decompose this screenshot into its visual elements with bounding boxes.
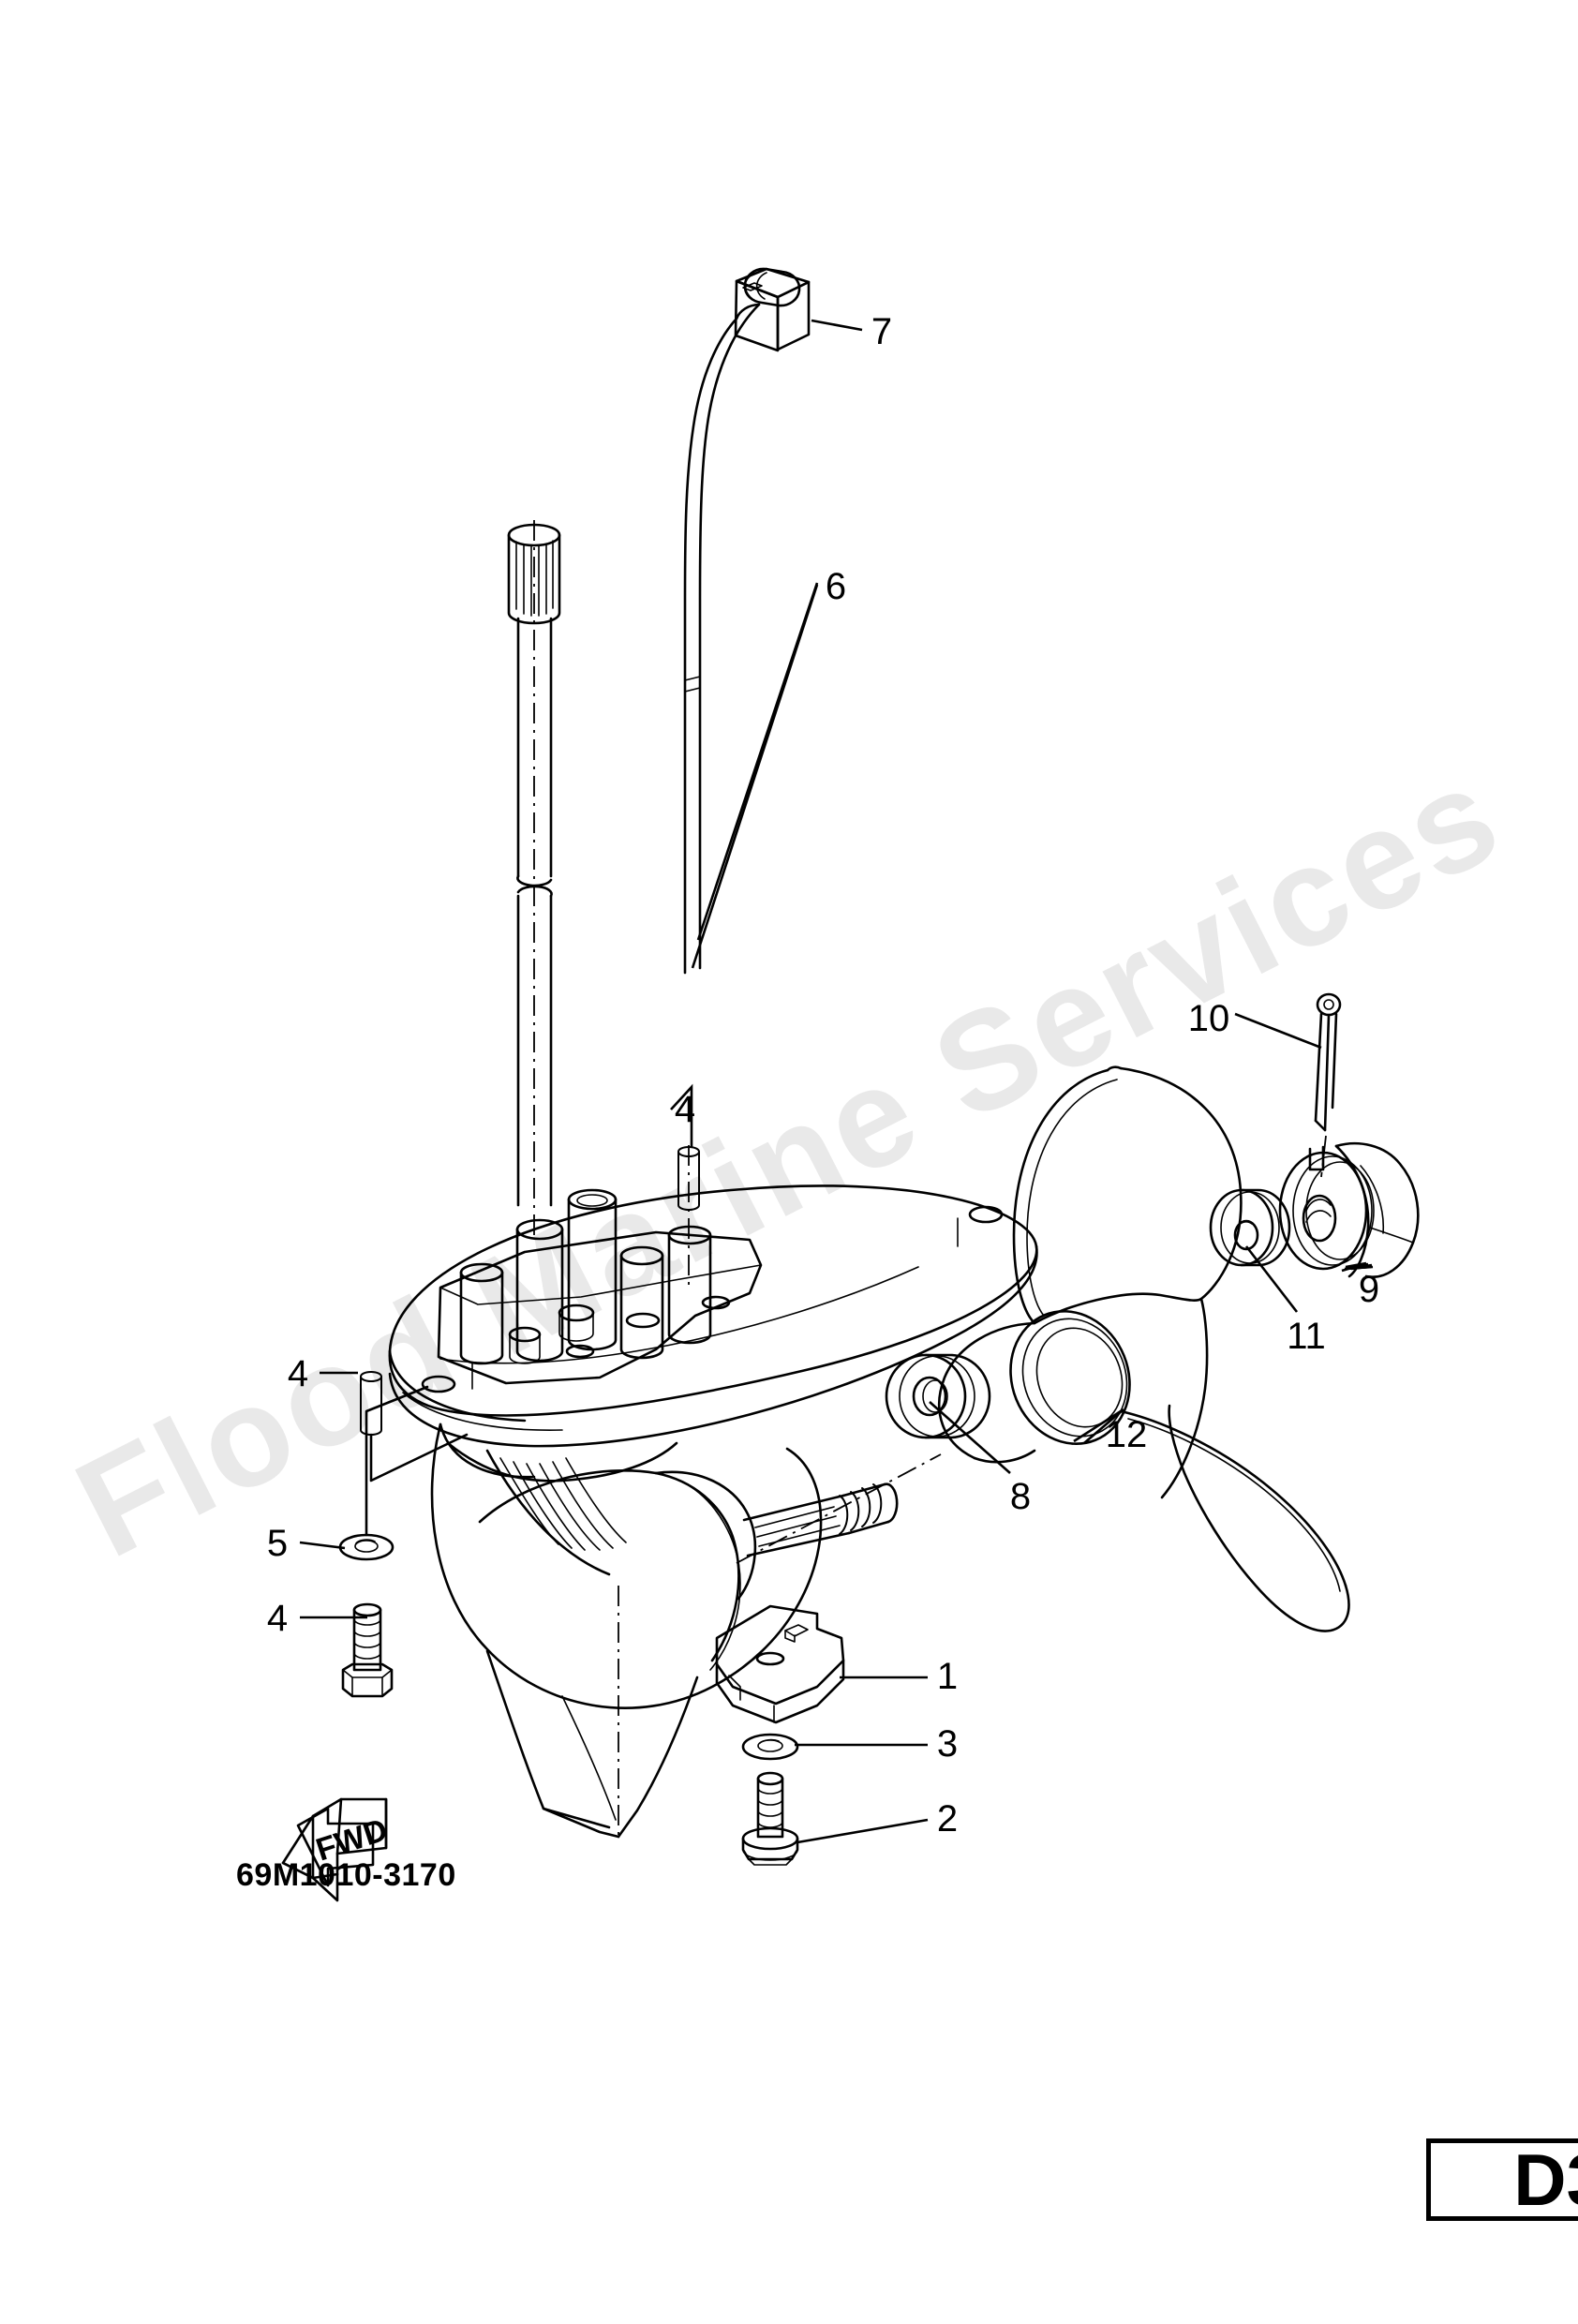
callout-11[interactable]: 10: [1188, 998, 1230, 1039]
part-propeller-washer-12: [1209, 1188, 1291, 1267]
diagram-part-number: 69M1010-3170: [236, 1857, 456, 1893]
part-thrust-bushing-9: [885, 1353, 991, 1439]
part-cotter-pin-11: [1314, 992, 1342, 1178]
part-dowel-pin-4-right: [677, 1145, 700, 1288]
callout-13[interactable]: 12: [1106, 1414, 1148, 1455]
callout-7[interactable]: 6: [826, 566, 846, 607]
part-propeller-nut-10: [1278, 1141, 1420, 1278]
callout-numbers: 7 6 4 4 5 4 1 3 2 8 12 11 9 10: [267, 311, 1379, 1840]
part-driveshaft: [507, 520, 561, 1237]
part-washer-3: [741, 1733, 799, 1761]
callout-10[interactable]: 9: [1359, 1269, 1379, 1310]
part-lower-unit-gearcase: [388, 1184, 1038, 1839]
callout-3[interactable]: 3: [937, 1723, 958, 1765]
callout-1[interactable]: 1: [937, 1656, 958, 1697]
callout-4-left[interactable]: 4: [288, 1353, 308, 1394]
callout-4-right[interactable]: 4: [675, 1089, 695, 1130]
part-flange-bolt-2: [741, 1771, 799, 1866]
page-code-box: D3: [1426, 2138, 1578, 2221]
callout-5[interactable]: 4: [267, 1598, 288, 1639]
callout-9[interactable]: 8: [1010, 1476, 1031, 1517]
callout-12[interactable]: 11: [1287, 1316, 1326, 1357]
part-water-tube-7: [683, 303, 761, 975]
part-anode-plate-1: [715, 1604, 845, 1724]
callout-8[interactable]: 7: [871, 311, 892, 352]
part-washer-6: [338, 1385, 429, 1561]
part-bolt-5: [341, 1602, 394, 1698]
callout-2[interactable]: 2: [937, 1798, 958, 1840]
callout-6[interactable]: 5: [267, 1523, 288, 1564]
page-code-label: D3: [1513, 2138, 1578, 2221]
leader-lines: [299, 319, 1374, 1844]
part-propeller-13: [937, 1065, 1350, 1632]
part-tube-fitting-8: [734, 267, 811, 352]
part-propeller-shaft: [736, 1453, 942, 1564]
